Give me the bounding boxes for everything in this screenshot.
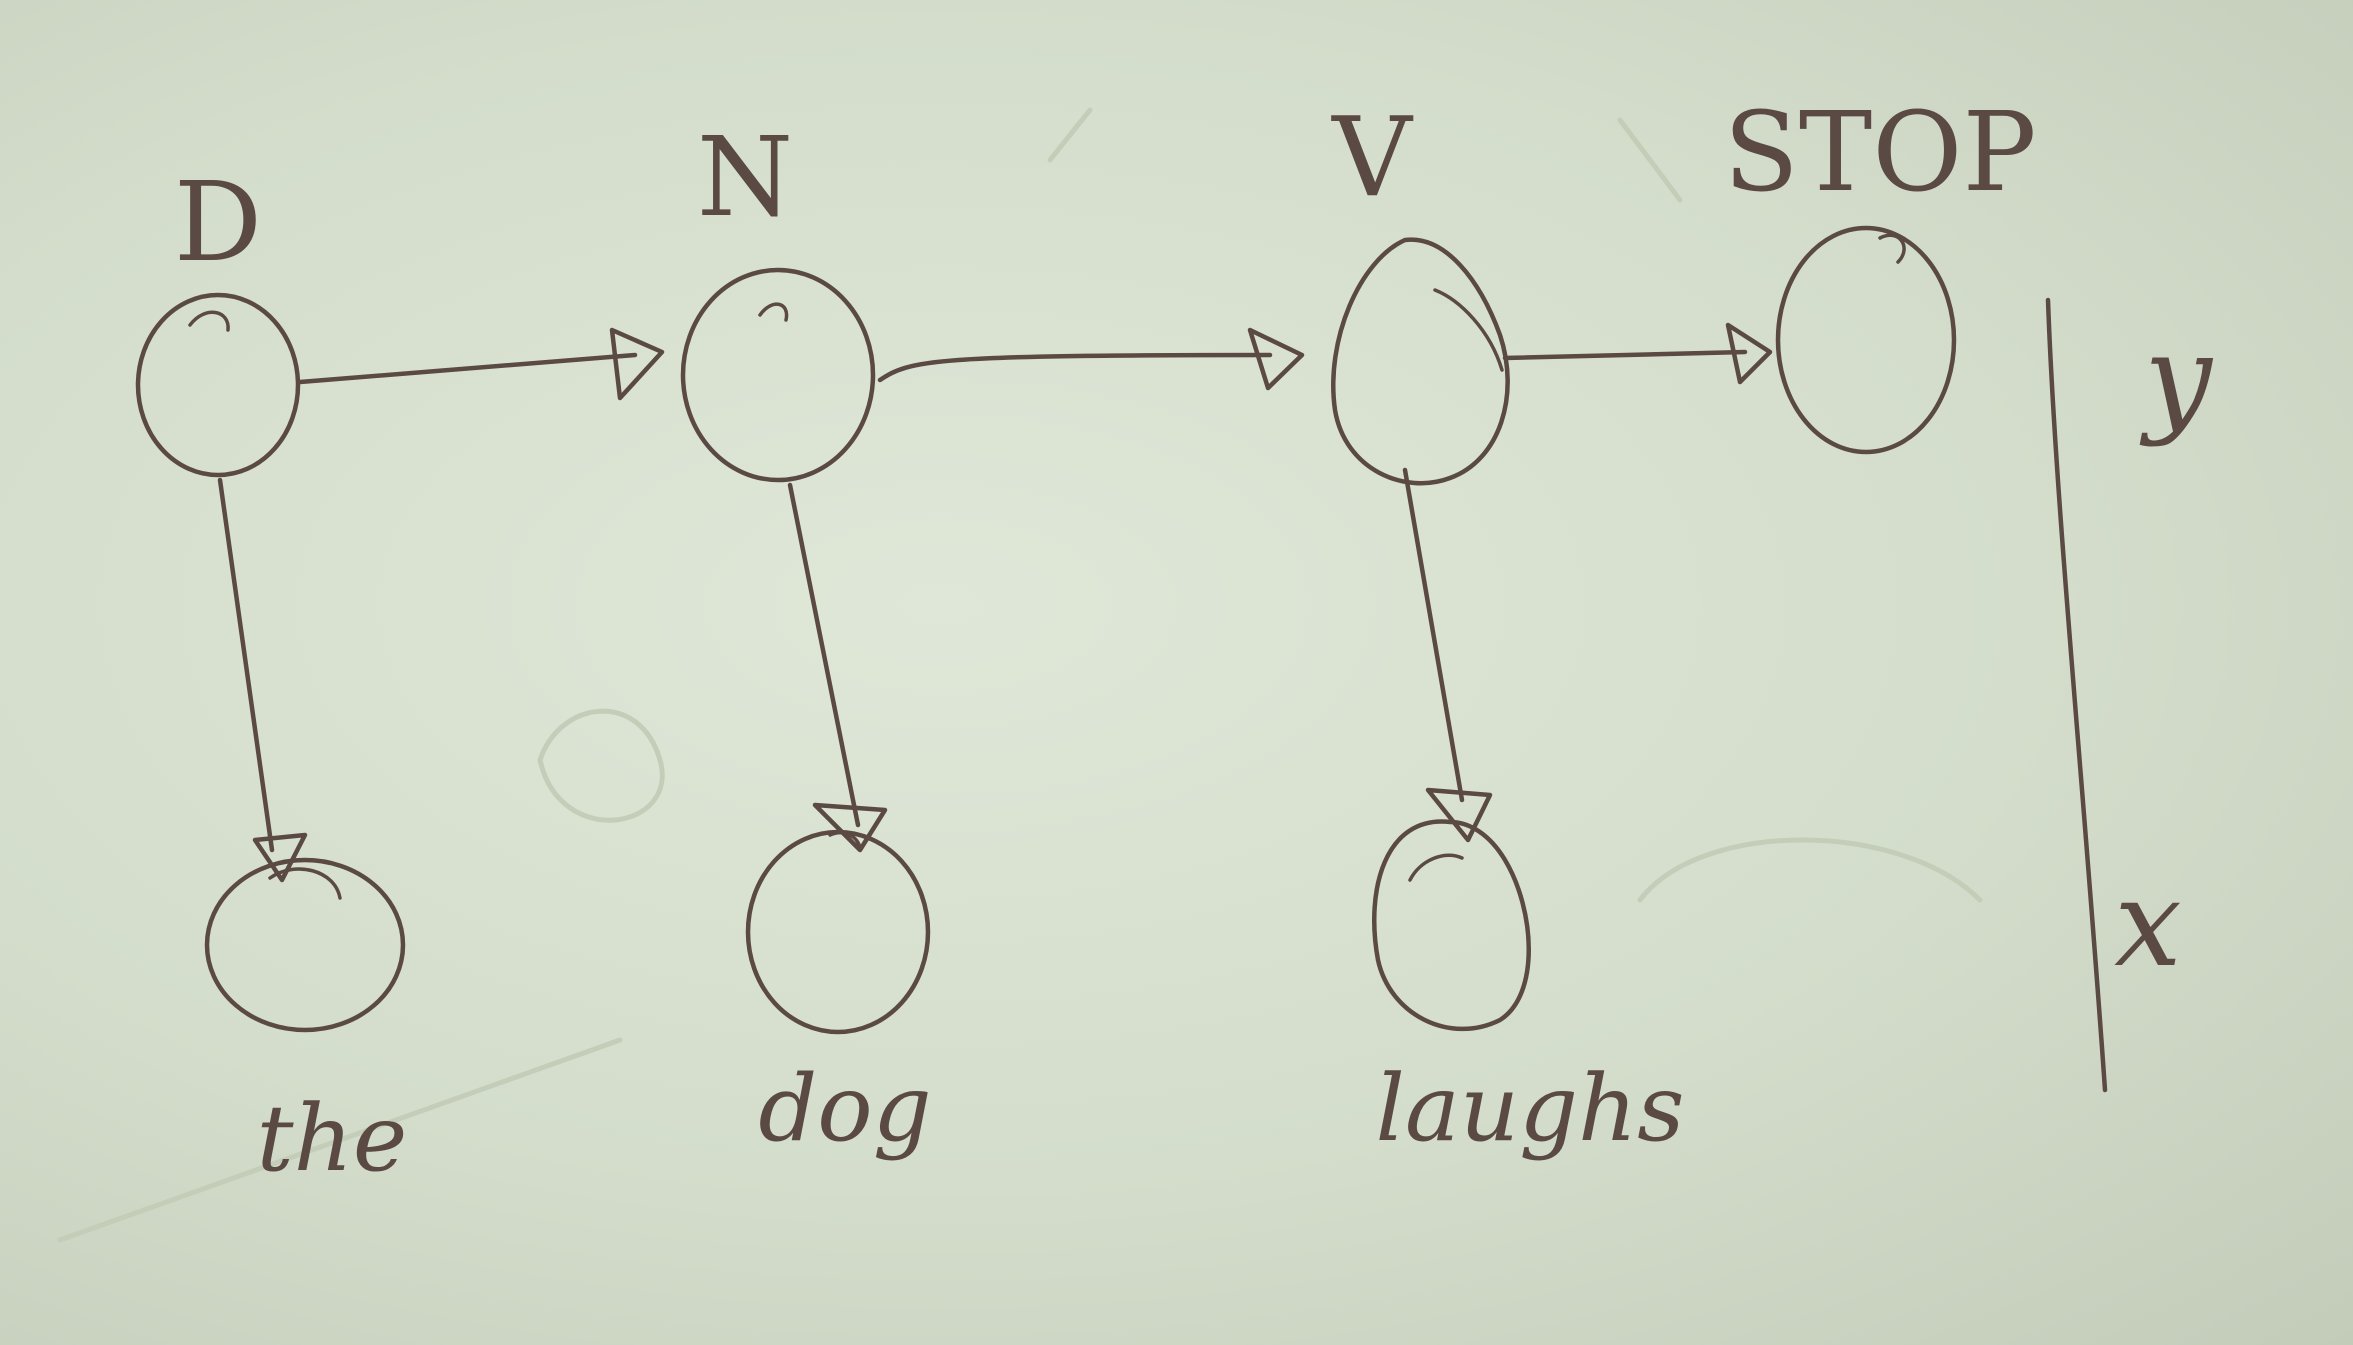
tag-label-N: N	[697, 113, 793, 241]
word-node-dog	[745, 829, 931, 1035]
transition-arrow-D-to-N	[297, 327, 665, 401]
emission-arrow-N-to-dog	[787, 482, 888, 853]
tag-node-V	[1331, 237, 1510, 486]
word-node-laughs	[1372, 819, 1531, 1032]
emission-arrow-D-to-the	[217, 477, 308, 883]
label-y: y	[2139, 310, 2214, 449]
word-node-the	[204, 857, 406, 1033]
transition-arrow-N-to-V	[877, 327, 1305, 391]
tag-label-V: V	[1330, 93, 1414, 221]
emission-arrow-V-to-laughs	[1402, 467, 1493, 843]
erased-marks	[57, 107, 1983, 1243]
tag-label-D: D	[174, 158, 262, 286]
separator-line	[2045, 297, 2108, 1093]
tag-node-D	[135, 292, 301, 478]
label-x: x	[2114, 855, 2182, 994]
tag-label-STOP: STOP	[1724, 88, 2037, 216]
word-label-dog: dog	[758, 1055, 931, 1162]
tag-node-N	[680, 267, 876, 483]
word-label-laughs: laughs	[1376, 1055, 1685, 1162]
word-label-the: the	[257, 1085, 408, 1192]
tag-node-STOP	[1775, 225, 1957, 455]
transition-arrow-V-to-STOP	[1502, 322, 1773, 385]
